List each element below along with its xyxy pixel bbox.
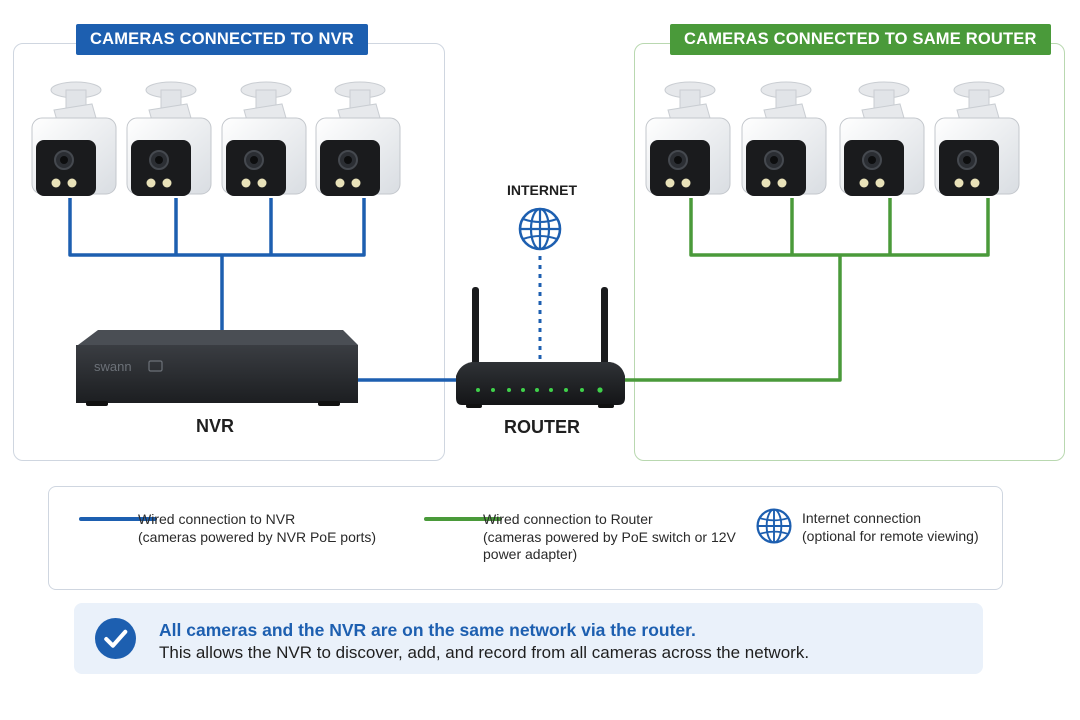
legend-router-sub: (cameras powered by PoE switch or 12V po… (483, 528, 736, 563)
legend-item-nvr: Wired connection to NVR (cameras powered… (138, 511, 398, 546)
globe-icon (518, 207, 562, 251)
legend-item-router: Wired connection to Router (cameras powe… (483, 511, 743, 564)
note-body: This allows the NVR to discover, add, an… (159, 643, 810, 662)
router-label: ROUTER (504, 417, 580, 437)
router-connection-swatch (424, 517, 502, 521)
nvr-label: NVR (195, 416, 234, 436)
legend-nvr-sub: (cameras powered by NVR PoE ports) (138, 528, 377, 545)
legend: Wired connection to NVR (cameras powered… (48, 486, 1003, 590)
camera-icon (741, 81, 827, 197)
note-title: All cameras and the NVR are on the same … (159, 620, 696, 640)
camera-icon (934, 81, 1020, 197)
legend-nvr-label: Wired connection to NVR (138, 511, 296, 527)
internet-label: INTERNET (507, 182, 577, 198)
nvr-brand-logo: swann (94, 359, 132, 374)
legend-internet-label: Internet connection (802, 510, 922, 526)
legend-internet-sub: (optional for remote viewing) (802, 527, 979, 544)
camera-icon (31, 81, 117, 197)
camera-icon (126, 81, 212, 197)
nvr-panel-title: CAMERAS CONNECTED TO NVR (76, 24, 368, 55)
legend-item-internet: Internet connection (optional for remote… (802, 510, 1002, 545)
nvr-wiring (68, 198, 458, 382)
router-panel-title: CAMERAS CONNECTED TO SAME ROUTER (670, 24, 1051, 55)
check-circle-icon (95, 618, 136, 659)
camera-icon (221, 81, 307, 197)
globe-icon (756, 508, 792, 544)
camera-icon (315, 81, 401, 197)
camera-icon (645, 81, 731, 197)
nvr-device: swann (76, 330, 358, 406)
router-device (456, 287, 625, 408)
info-note: All cameras and the NVR are on the same … (74, 603, 983, 674)
router-wiring (624, 198, 990, 382)
nvr-connection-swatch (79, 517, 157, 521)
camera-icon (839, 81, 925, 197)
legend-router-label: Wired connection to Router (483, 511, 653, 527)
